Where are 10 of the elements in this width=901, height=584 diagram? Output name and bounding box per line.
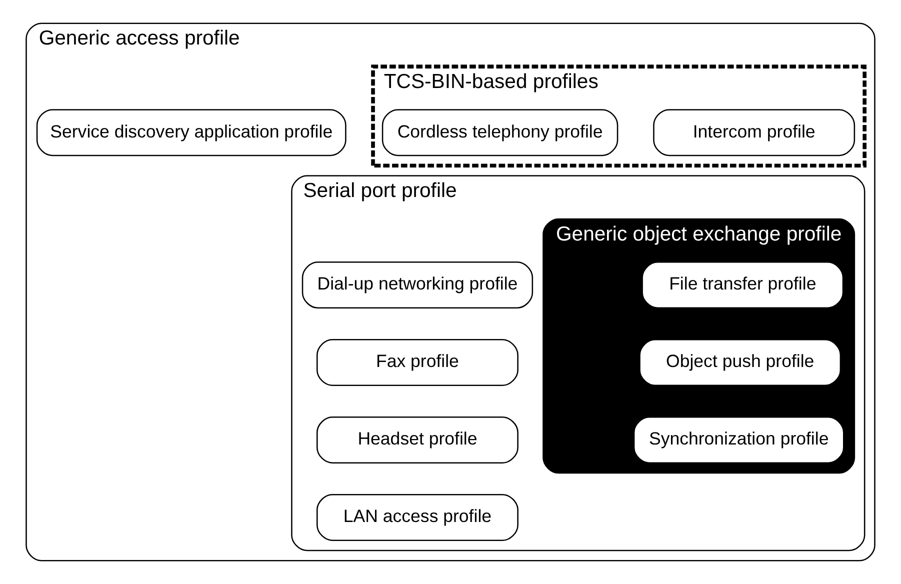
node-box: LAN access profile [316,494,518,541]
node-box: Cordless telephony profile [382,109,618,156]
node-box: Service discovery application profile [36,109,346,156]
node-box: Fax profile [316,339,518,386]
node-box: Object push profile [639,339,842,386]
node-box: File transfer profile [642,262,844,309]
node-box: Synchronization profile [633,416,844,464]
node-box: Intercom profile [653,109,856,156]
node-box: Dial-up networking profile [302,262,534,309]
node-box: Headset profile [316,416,518,464]
